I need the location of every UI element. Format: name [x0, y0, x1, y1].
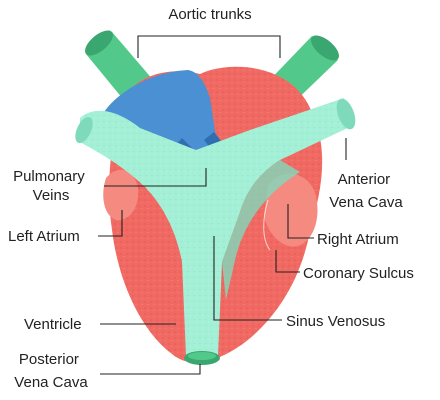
label-coronary-sulcus: Coronary Sulcus — [303, 265, 414, 282]
left-vena-cava-opening — [75, 116, 93, 144]
aortic-trunk-right-opening — [310, 35, 340, 61]
label-posterior-vena-cava-line2: Vena Cava — [14, 374, 88, 391]
anterior-vena-cava-opening — [336, 98, 356, 130]
label-pulmonary-veins-line1: Pulmonary — [13, 168, 85, 185]
label-aortic-trunks: Aortic trunks — [168, 6, 251, 23]
label-anterior-vena-cava-line1: Anterior — [338, 171, 391, 188]
leader-right-atrium — [287, 204, 314, 239]
label-pulmonary-veins-line2: Veins — [33, 187, 70, 204]
aortic-trunk-left-opening — [84, 30, 114, 56]
label-posterior-vena-cava: Posterior Vena Cava — [14, 351, 88, 391]
label-right-atrium: Right Atrium — [317, 231, 399, 248]
leader-left-atrium — [98, 210, 123, 237]
label-posterior-vena-cava-line1: Posterior — [19, 351, 79, 368]
leader-lines — [98, 35, 347, 375]
sinus-venosus — [80, 98, 352, 356]
posterior-vena-cava-rim — [188, 352, 216, 360]
leader-pulmonary-veins — [104, 168, 207, 187]
label-ventricle: Ventricle — [24, 316, 82, 333]
left-atrium — [103, 169, 139, 221]
label-pulmonary-veins: Pulmonary Veins — [13, 168, 89, 204]
label-anterior-vena-cava-line2: Vena Cava — [329, 194, 403, 211]
label-left-atrium: Left Atrium — [8, 228, 80, 245]
leader-sinus-venosus — [213, 236, 282, 321]
leader-aortic-trunks — [137, 35, 281, 58]
coronary-sulcus — [263, 199, 271, 251]
sinus-venosus-shade — [222, 160, 300, 300]
label-sinus-venosus: Sinus Venosus — [286, 313, 385, 330]
leader-coronary-sulcus — [275, 250, 300, 273]
label-anterior-vena-cava: Anterior Vena Cava — [329, 171, 403, 211]
leader-posterior-vena-cava — [100, 364, 201, 375]
right-atrium — [264, 173, 318, 247]
